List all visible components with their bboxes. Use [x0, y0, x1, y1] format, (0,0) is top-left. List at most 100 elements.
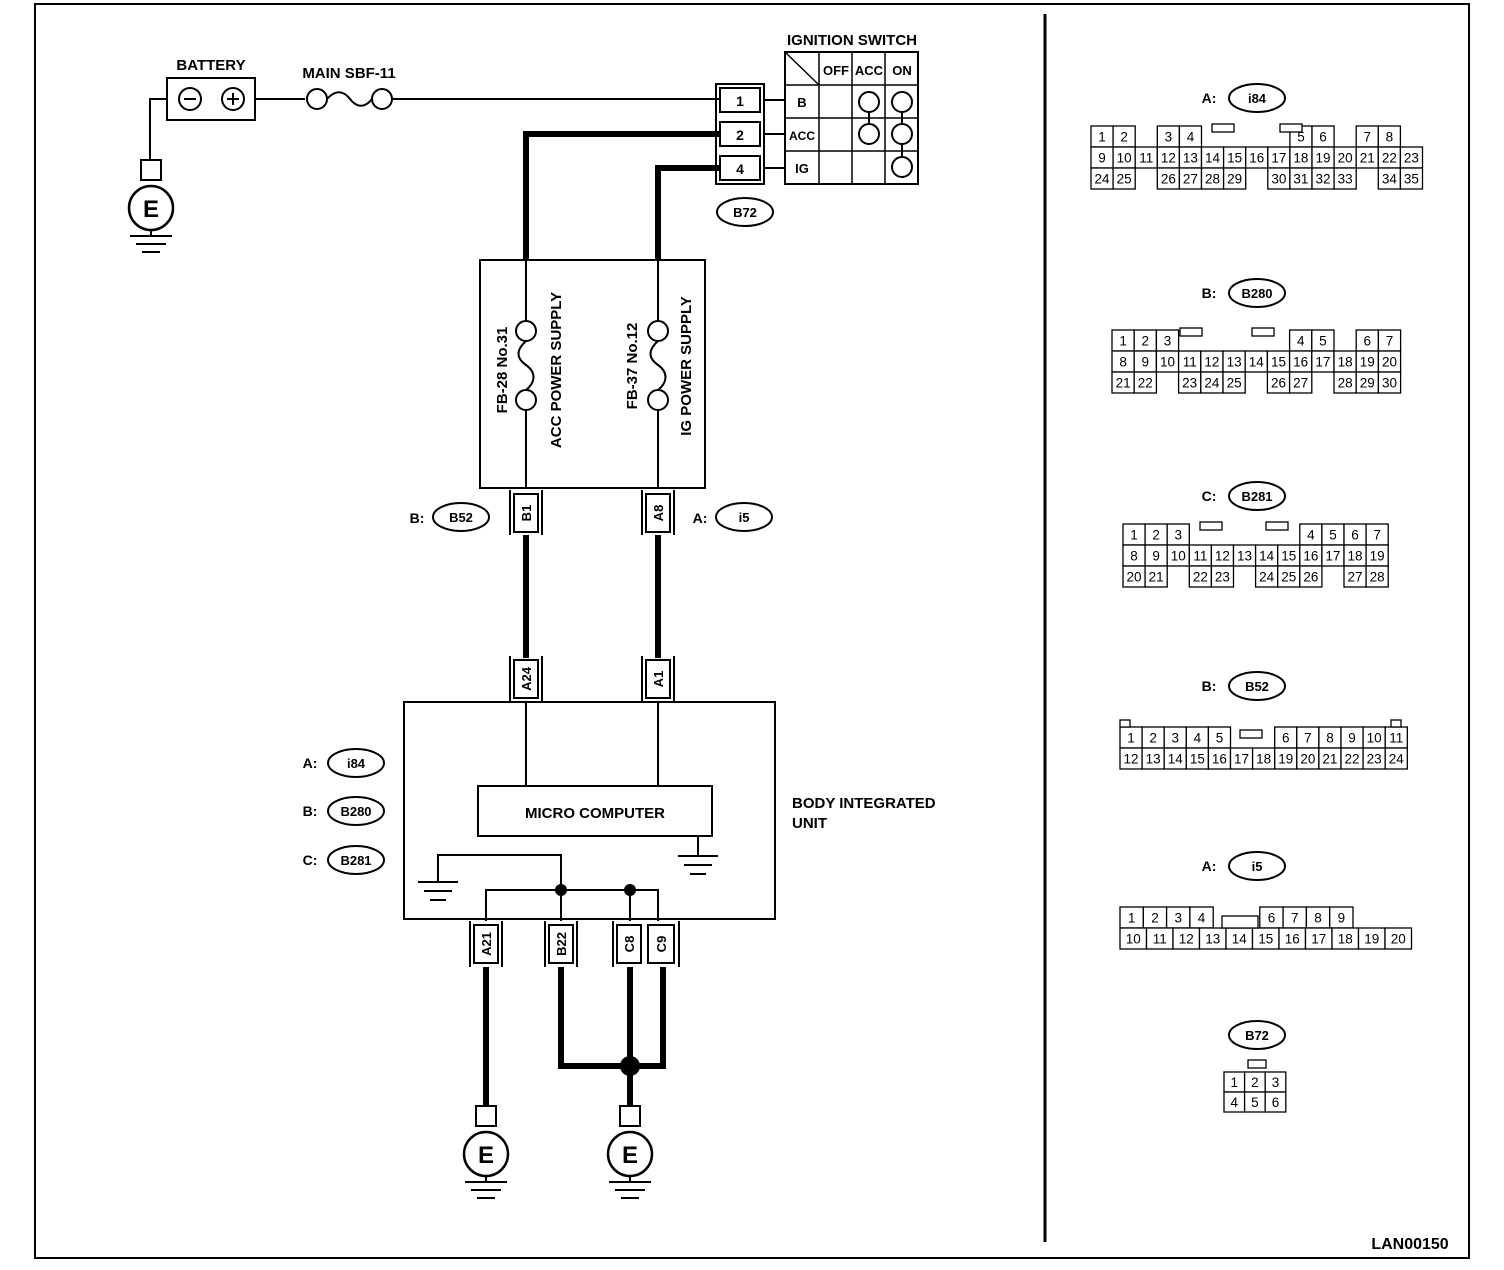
- pin-cell: 25: [1112, 167, 1136, 190]
- svg-text:A1: A1: [651, 671, 666, 688]
- pin-cell: 7: [1365, 523, 1389, 546]
- svg-text:26: 26: [1161, 172, 1176, 187]
- pin-cell: 7: [1355, 125, 1379, 148]
- unit-name-line1: BODY INTEGRATED: [792, 795, 936, 812]
- pin-cell: 19: [1365, 544, 1389, 567]
- pin-cell: 18: [1289, 146, 1313, 169]
- pin-cell: 22: [1340, 747, 1364, 770]
- ign-connector-code: B72: [733, 205, 757, 220]
- pin-cell: 29: [1355, 371, 1380, 394]
- pin-cell: 12: [1200, 350, 1224, 373]
- pin-cell: 26: [1266, 371, 1291, 394]
- svg-text:16: 16: [1285, 932, 1300, 947]
- pin-cell: 6: [1259, 906, 1284, 929]
- svg-text:28: 28: [1370, 570, 1385, 585]
- pin-cell: 11: [1134, 146, 1158, 169]
- pin-cell: 22: [1377, 146, 1402, 169]
- svg-text:17: 17: [1311, 932, 1326, 947]
- svg-text:4: 4: [1198, 911, 1206, 926]
- pin-cell: 10: [1362, 726, 1386, 749]
- pin-cell: 7: [1282, 906, 1308, 929]
- svg-text:A24: A24: [519, 666, 534, 691]
- svg-text:9: 9: [1098, 151, 1106, 166]
- pin-cell: 10: [1112, 146, 1136, 169]
- svg-text:18: 18: [1293, 151, 1308, 166]
- svg-text:34: 34: [1382, 172, 1398, 187]
- pin-cell: 15: [1277, 544, 1301, 567]
- pin-b1: B1: [509, 490, 543, 535]
- svg-text:E: E: [143, 196, 159, 223]
- pin-cell: 5: [1311, 329, 1335, 352]
- pin-cell: 18: [1343, 544, 1367, 567]
- svg-text:15: 15: [1258, 932, 1273, 947]
- pin-cell: 32: [1311, 167, 1335, 190]
- ign-row-acc: ACC: [789, 129, 815, 143]
- micro-computer-box: [477, 785, 713, 837]
- pin-cell: 9: [1329, 906, 1354, 929]
- pin-cell: 23: [1177, 371, 1202, 394]
- pin-cell: 31: [1289, 167, 1313, 190]
- svg-text:11: 11: [1193, 549, 1207, 564]
- pin-cell: 24: [1254, 565, 1279, 588]
- pin-cell: 2: [1142, 906, 1168, 929]
- svg-text:5: 5: [1216, 731, 1224, 746]
- ig-fuse-symbol: [647, 320, 669, 411]
- pin-cell: 18: [1333, 350, 1357, 373]
- connector-key: [1221, 915, 1259, 929]
- svg-text:19: 19: [1278, 752, 1293, 767]
- pin-cell: 19: [1355, 350, 1380, 373]
- svg-text:E: E: [478, 1142, 494, 1169]
- svg-text:14: 14: [1259, 549, 1275, 564]
- pin-cell: 14: [1254, 544, 1279, 567]
- diagram-id: LAN00150: [1371, 1236, 1448, 1253]
- svg-text:1: 1: [1231, 1075, 1239, 1090]
- acc-fuse-symbol: [515, 320, 537, 411]
- svg-text:20: 20: [1300, 752, 1315, 767]
- svg-text:7: 7: [1373, 528, 1381, 543]
- svg-text:13: 13: [1227, 355, 1242, 370]
- connector-view-code: i84: [1248, 91, 1267, 106]
- pin-cell: 22: [1188, 565, 1213, 588]
- svg-text:6: 6: [1272, 1095, 1280, 1110]
- pin-cell: 13: [1222, 350, 1246, 373]
- svg-text:12: 12: [1161, 151, 1176, 166]
- pin-cell: 34: [1377, 167, 1402, 190]
- svg-text:13: 13: [1205, 932, 1220, 947]
- pin-cell: 14: [1200, 146, 1225, 169]
- svg-text:17: 17: [1315, 355, 1330, 370]
- svg-text:15: 15: [1281, 549, 1296, 564]
- pin-cell: 20: [1377, 350, 1402, 373]
- svg-text:27: 27: [1348, 570, 1363, 585]
- pin-cell: 21: [1144, 565, 1168, 588]
- svg-text:7: 7: [1304, 731, 1312, 746]
- battery-symbol: [166, 77, 256, 121]
- connector-key: [1179, 327, 1203, 337]
- svg-text:B22: B22: [554, 932, 569, 956]
- pin-cell: 21: [1355, 146, 1379, 169]
- pin-cell: 4: [1223, 1091, 1246, 1113]
- acc-fuse-id: FB-28 No.31: [494, 327, 511, 414]
- svg-text:11: 11: [1183, 355, 1197, 370]
- pin-cell: 4: [1178, 125, 1203, 148]
- pin-cell: 22: [1133, 371, 1158, 394]
- ig-fuse-name: IG POWER SUPPLY: [678, 296, 695, 435]
- svg-text:27: 27: [1183, 172, 1198, 187]
- connector-view-badge: [1228, 278, 1286, 308]
- svg-text:1: 1: [1119, 334, 1127, 349]
- svg-text:26: 26: [1303, 570, 1318, 585]
- svg-text:i84: i84: [347, 756, 366, 771]
- svg-text:5: 5: [1297, 130, 1305, 145]
- pin-cell: 3: [1163, 726, 1187, 749]
- svg-text:8: 8: [1326, 731, 1334, 746]
- svg-text:21: 21: [1116, 376, 1131, 391]
- svg-text:12: 12: [1215, 549, 1230, 564]
- pin-b22: B22: [544, 921, 578, 967]
- svg-text:1: 1: [1130, 528, 1138, 543]
- svg-text:9: 9: [1152, 549, 1160, 564]
- pin-cell: 20: [1122, 565, 1146, 588]
- ign-row-ig: IG: [795, 161, 809, 176]
- svg-text:19: 19: [1360, 355, 1375, 370]
- pin-cell: 20: [1333, 146, 1357, 169]
- upper-left-prefix: B:: [410, 510, 425, 526]
- diagram-frame: [34, 3, 1470, 1259]
